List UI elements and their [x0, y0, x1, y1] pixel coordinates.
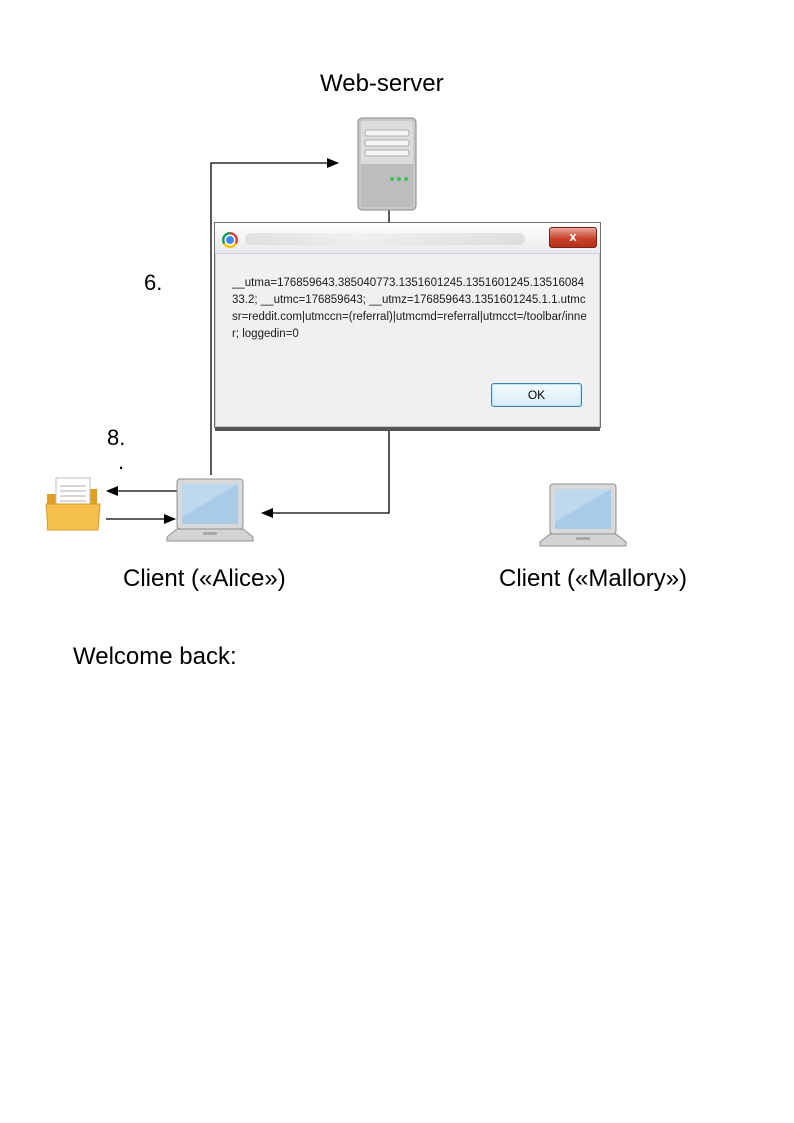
dialog-title-blurred [245, 233, 525, 245]
response-arrow [261, 428, 390, 518]
folder-document-icon [45, 477, 101, 531]
step-6-label: 6. [144, 270, 163, 295]
client-mallory-label: Client («Mallory») [499, 565, 688, 592]
close-button[interactable]: x [549, 227, 597, 248]
ok-button[interactable]: OK [491, 383, 582, 407]
chrome-icon [222, 232, 238, 248]
step-8-dot: . [118, 449, 125, 474]
mallory-laptop-icon [539, 483, 627, 547]
dialog-title-bar: x [215, 223, 600, 254]
alice-laptop-icon [166, 478, 254, 542]
step-8-label: 8. [107, 425, 126, 450]
cookie-alert-dialog: x __utma=176859643.385040773.1351601245.… [214, 222, 601, 431]
request-arrow-step-6 [210, 158, 339, 475]
server-icon [357, 117, 417, 211]
cookie-message: __utma=176859643.385040773.1351601245.13… [232, 277, 587, 340]
web-server-label: Web-server [320, 70, 444, 97]
welcome-text: Welcome back: [73, 643, 237, 670]
dialog-bottom-border [215, 427, 600, 431]
client-alice-label: Client («Alice») [123, 565, 286, 592]
